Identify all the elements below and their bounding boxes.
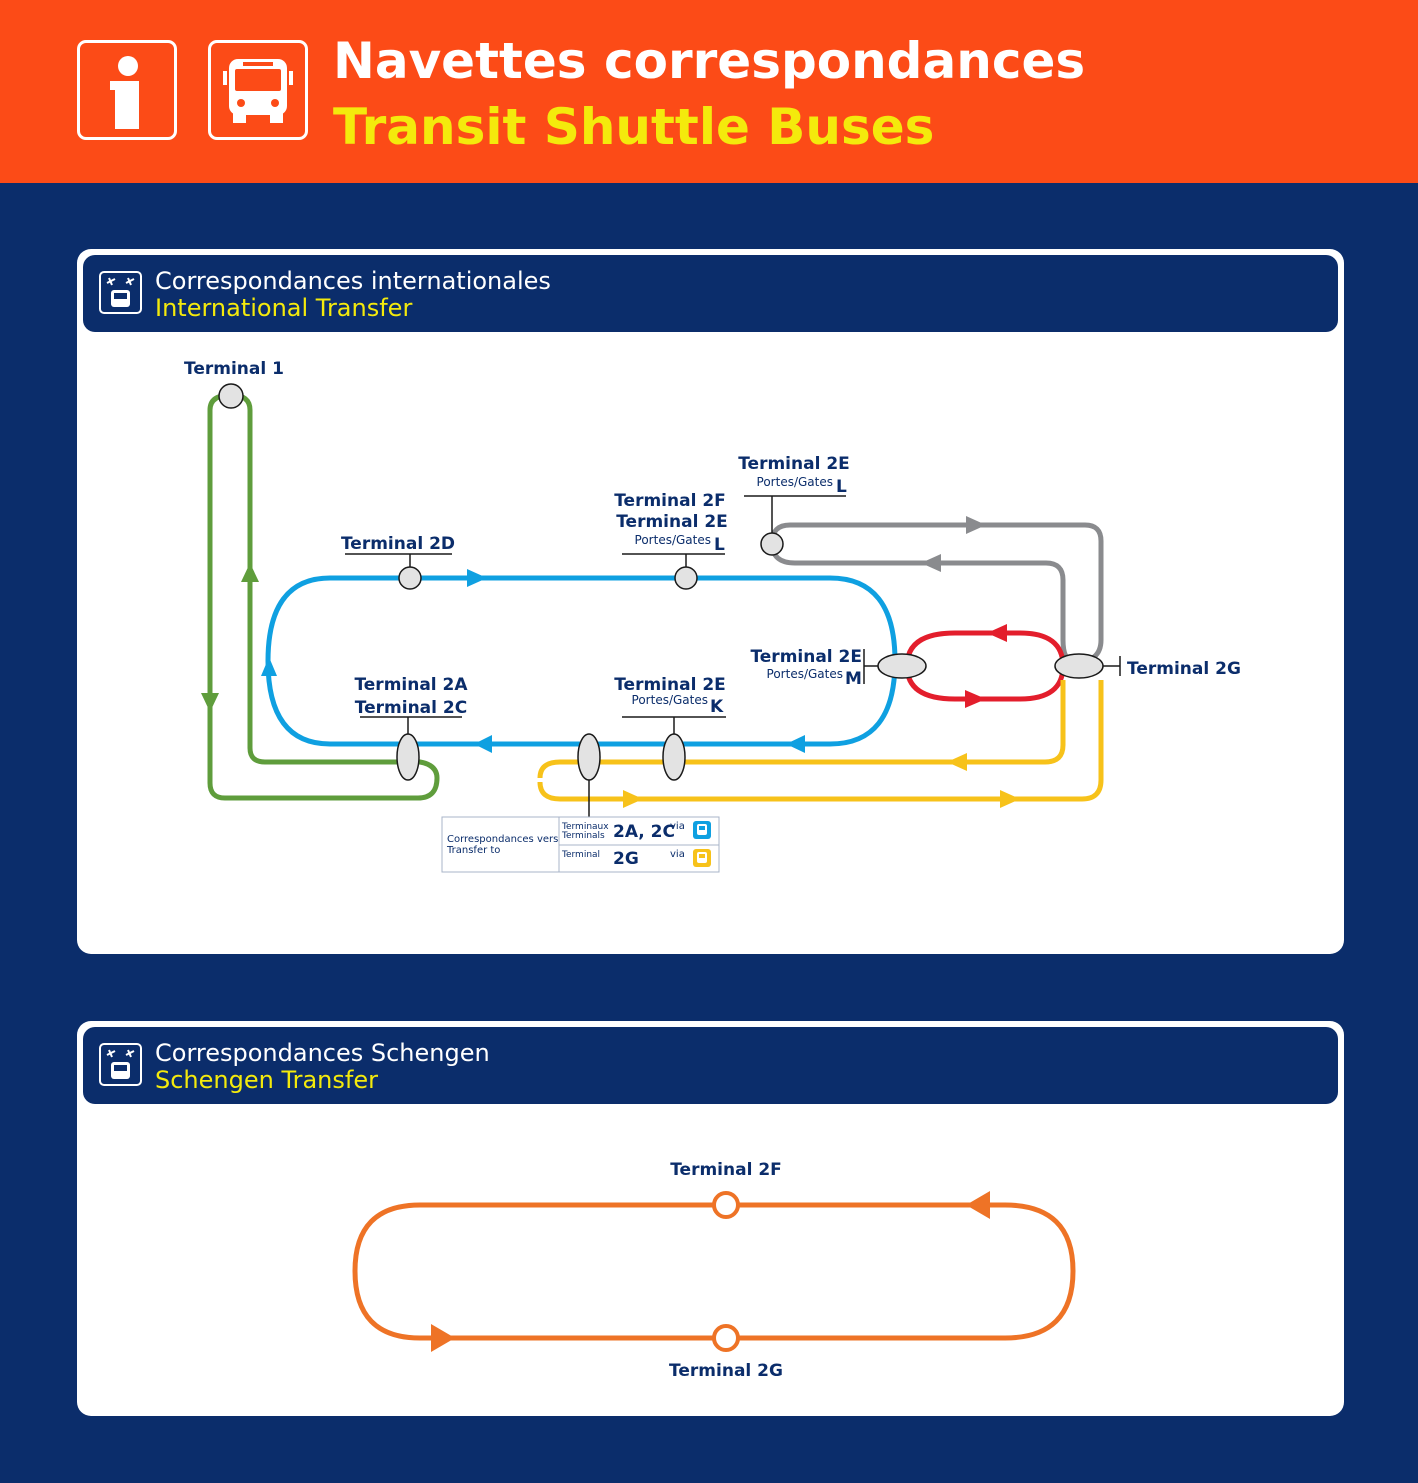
yellow-arrow (1000, 790, 1020, 808)
orange-route (352, 1202, 1076, 1341)
label-terminal-2c: Terminal 2C (355, 698, 467, 718)
stop-terminal-2e-k (662, 733, 686, 781)
green-arrow-up (241, 563, 259, 582)
gray-arrow (966, 516, 986, 534)
label-gate-letter: L (714, 535, 725, 555)
label-terminal-2g: Terminal 2G (1127, 659, 1241, 679)
yellow-arrow (947, 753, 967, 771)
stop-terminal-2a-2c (396, 733, 420, 781)
label-gate-letter: M (845, 669, 862, 689)
label-gate-letter: K (710, 697, 724, 717)
label-gates: Portes/Gates (632, 693, 708, 707)
label-terminal-1: Terminal 1 (184, 359, 284, 379)
label-schengen-terminal-2g: Terminal 2G (669, 1361, 783, 1381)
schengen-title-en: Schengen Transfer (155, 1066, 378, 1094)
yellow-route (537, 680, 1104, 802)
stop-transfer-point (577, 733, 601, 781)
schengen-title-fr: Correspondances Schengen (155, 1039, 490, 1067)
red-route (904, 630, 1066, 702)
yellow-bus-icon (693, 849, 711, 867)
plane-bus-icon (99, 1043, 142, 1086)
blue-route (265, 575, 898, 747)
label-terminal-2e-k: Terminal 2E (614, 675, 726, 695)
international-title-fr: Correspondances internationales (155, 267, 551, 295)
blue-bus-icon (693, 821, 711, 839)
label-terminal-2d: Terminal 2D (341, 534, 455, 554)
label-terminal-2e-top: Terminal 2E (738, 454, 850, 474)
bus-icon (208, 40, 308, 140)
blue-arrow (786, 735, 805, 753)
plane-bus-icon (99, 271, 142, 314)
label-gates: Portes/Gates (757, 475, 833, 489)
transfer-row1-label-en: Terminals (561, 831, 605, 841)
label-gates: Portes/Gates (767, 667, 843, 681)
label-terminal-2e-m: Terminal 2E (750, 647, 862, 667)
transfer-row2-label: Terminal (561, 850, 600, 860)
label-terminal-2f: Terminal 2F (614, 491, 726, 511)
international-panel-header: Correspondances internationales Internat… (83, 255, 1338, 332)
stop-terminal-2g (1054, 653, 1104, 679)
stop-terminal-2f-2e-l (674, 566, 698, 590)
green-arrow-down (201, 693, 219, 712)
stop-terminal-2e-m (877, 653, 927, 679)
label-terminal-2a: Terminal 2A (354, 675, 468, 695)
blue-arrow (474, 735, 492, 753)
orange-arrow (431, 1324, 455, 1352)
label-schengen-terminal-2f: Terminal 2F (670, 1160, 782, 1180)
blue-arrow (261, 657, 277, 676)
transfer-row2-via: via (670, 849, 685, 860)
schengen-transfer-panel: Correspondances Schengen Schengen Transf… (77, 1021, 1344, 1416)
transfer-label-en: Transfer to (446, 845, 500, 856)
yellow-arrow (623, 790, 643, 808)
orange-arrow (966, 1191, 990, 1219)
stop-terminal-2d (398, 566, 422, 590)
transfer-row1-via: via (670, 821, 685, 832)
blue-arrow (467, 569, 487, 587)
transfer-label-fr: Correspondances vers (447, 834, 558, 845)
transfer-row2-value: 2G (613, 849, 639, 869)
red-arrow (987, 624, 1007, 642)
transfer-info-box: Correspondances vers Transfer to Termina… (441, 816, 720, 873)
label-gates: Portes/Gates (635, 533, 711, 547)
stop-terminal-2e-top-l (760, 532, 784, 556)
transfer-row1-label-fr: Terminaux (561, 822, 609, 832)
header-title-fr: Navettes correspondances (333, 32, 1086, 90)
gray-arrow (921, 554, 941, 572)
label-terminal-2e: Terminal 2E (616, 512, 728, 532)
schengen-panel-header: Correspondances Schengen Schengen Transf… (83, 1027, 1338, 1104)
header-title-en: Transit Shuttle Buses (333, 98, 935, 156)
info-icon (77, 40, 177, 140)
red-arrow (965, 690, 986, 708)
header-banner: Navettes correspondances Transit Shuttle… (0, 0, 1418, 183)
label-gate-letter: L (836, 477, 847, 497)
international-title-en: International Transfer (155, 294, 413, 322)
stop-schengen-2g (712, 1324, 740, 1352)
stop-terminal-1 (218, 383, 244, 409)
transfer-row1-value: 2A, 2C (613, 822, 675, 842)
stop-schengen-2f (712, 1191, 740, 1219)
